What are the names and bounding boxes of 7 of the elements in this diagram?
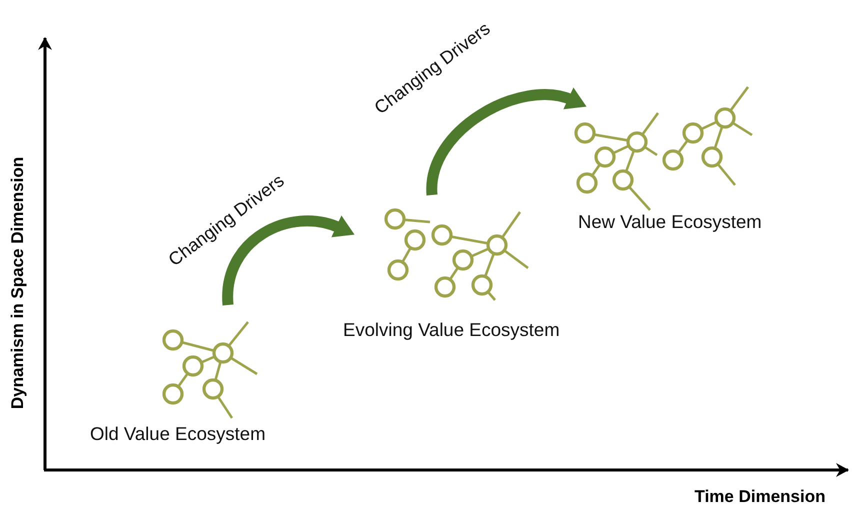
stage-label: Evolving Value Ecosystem <box>343 319 560 341</box>
stage-label: New Value Ecosystem <box>578 211 762 233</box>
axis-title: Time Dimension <box>694 487 826 507</box>
curved-arrow <box>426 87 588 196</box>
axis-title: Dynamism in Space Dimension <box>8 156 28 410</box>
stage-label: Old Value Ecosystem <box>90 423 266 445</box>
curved-arrow <box>222 215 356 305</box>
